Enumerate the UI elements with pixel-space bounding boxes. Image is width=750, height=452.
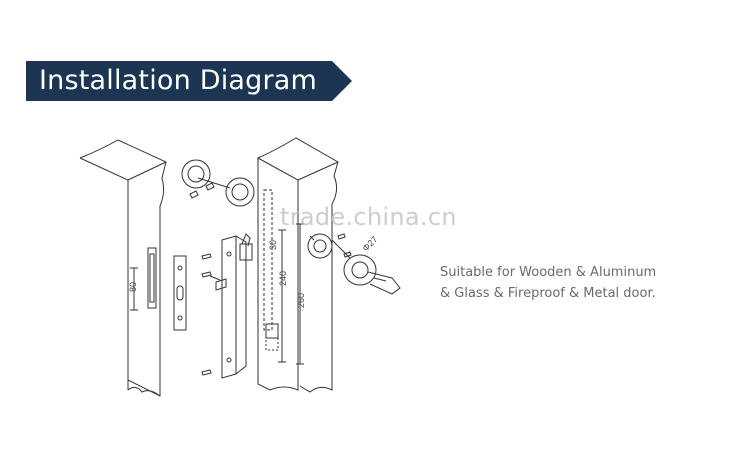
banner-title: Installation Diagram: [39, 65, 318, 96]
dim-label-80: 80: [128, 282, 138, 292]
caption-line-2: & Glass & Fireproof & Metal door.: [440, 286, 656, 301]
banner-arrow-shape: [26, 61, 352, 101]
watermark-text: trade.china.cn: [280, 203, 457, 231]
strike-plate: [173, 255, 187, 331]
left-door: [79, 139, 167, 397]
screws: [201, 253, 212, 376]
suitability-caption: Suitable for Wooden & Aluminum & Glass &…: [440, 262, 720, 304]
dim-label-240: 240: [278, 271, 288, 286]
dim-label-30: 30: [268, 240, 278, 250]
dim-label-diameter: Φ27: [360, 234, 379, 253]
installation-diagram: 80 30 240 260 Φ27: [79, 137, 401, 397]
right-door: [257, 137, 339, 393]
caption-line-1: Suitable for Wooden & Aluminum: [440, 265, 657, 280]
right-dimension-lines: [278, 223, 304, 365]
mortise-lock-body: [209, 233, 253, 379]
left-strike-slot: [147, 247, 157, 309]
left-dimension-line: [130, 267, 138, 311]
rosette-pair: [181, 159, 255, 207]
dim-label-260: 260: [296, 293, 306, 308]
rosette-and-handle: [307, 233, 401, 295]
section-banner: Installation Diagram: [26, 61, 352, 101]
